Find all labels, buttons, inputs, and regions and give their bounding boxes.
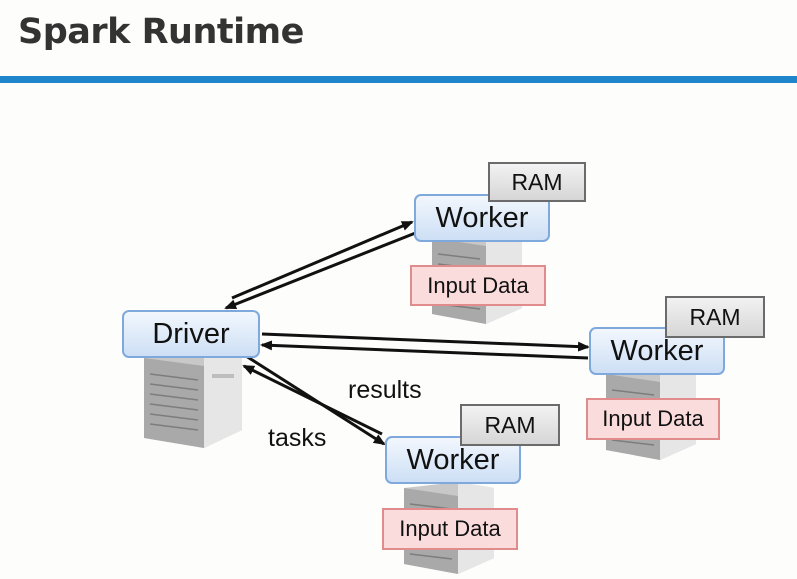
title-rule — [0, 76, 797, 83]
worker-1-ram-box: RAM — [488, 162, 586, 202]
worker-3-ram-box: RAM — [460, 404, 560, 446]
arrow-worker-1-to-driver — [224, 230, 419, 310]
worker-2-input-data: Input Data — [586, 398, 720, 440]
slide-title: Spark Runtime — [18, 12, 304, 52]
worker-1-node: Worker — [414, 194, 550, 242]
arrow-worker-3-to-driver — [242, 364, 383, 436]
driver-node: Driver — [122, 310, 260, 358]
arrow-worker-2-to-driver — [260, 340, 589, 360]
results-label: results — [348, 376, 422, 404]
arrow-driver-to-worker-1 — [231, 220, 414, 300]
arrow-driver-to-worker-2 — [261, 332, 590, 352]
worker-1-input-data: Input Data — [410, 265, 546, 306]
worker-3-node: Worker — [385, 436, 521, 484]
driver-server-icon — [142, 344, 244, 450]
tasks-label: tasks — [268, 424, 327, 452]
worker-2-ram-box: RAM — [665, 296, 765, 338]
worker-3-input-data: Input Data — [382, 508, 518, 550]
